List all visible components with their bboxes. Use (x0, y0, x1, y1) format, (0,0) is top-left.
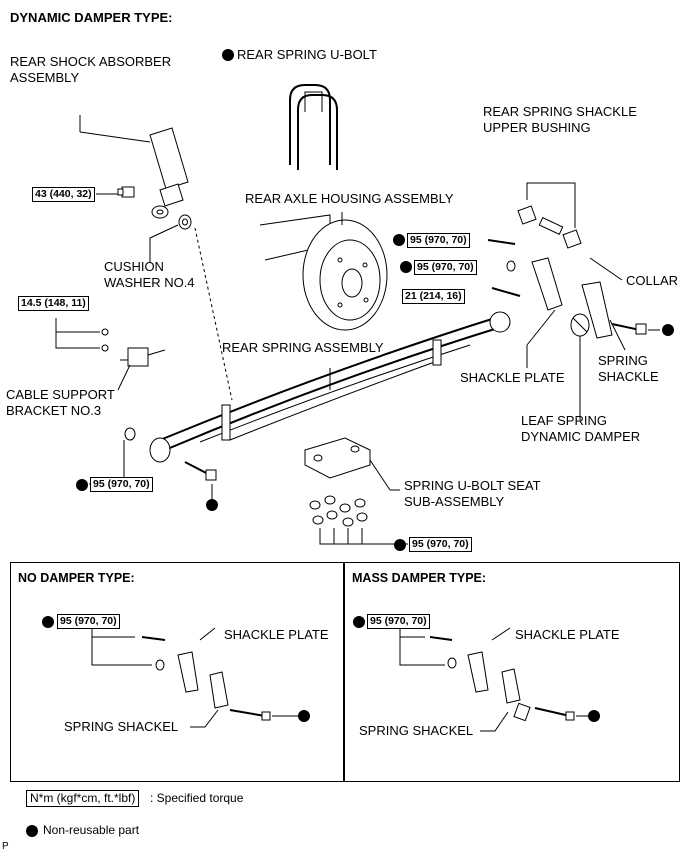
legend-torque-box: N*m (kgf*cm, ft.*lbf) (26, 790, 140, 807)
page-title: DYNAMIC DAMPER TYPE: (10, 10, 173, 25)
footer-code: P (2, 841, 9, 852)
shackle-assembly-illustration (531, 257, 613, 339)
panel-mass-damper (343, 562, 680, 782)
leaf-spring-illustration (149, 311, 511, 463)
mass-damper-illustration (399, 626, 588, 732)
nonreusable-dot-icon (588, 710, 600, 722)
label-cushion-washer: CUSHION WASHER NO.4 (104, 259, 195, 290)
nonreusable-dot-icon (26, 825, 38, 837)
torque-shackle-plate-bolt: 21 (214, 16) (402, 289, 465, 304)
panel-mass-damper-torque: 95 (970, 70) (367, 614, 430, 629)
no-damper-illustration (91, 626, 298, 728)
panel-mass-damper-title: MASS DAMPER TYPE: (352, 571, 487, 585)
label-rear-spring-ubolt: REAR SPRING U-BOLT (237, 47, 377, 62)
nonreusable-dot-icon (298, 710, 310, 722)
label-shackle-plate: SHACKLE PLATE (460, 370, 565, 385)
torque-shock-lower: 43 (440, 32) (32, 187, 95, 202)
panel-no-damper (10, 562, 345, 782)
axle-housing-illustration (259, 214, 388, 331)
nonreusable-dot-icon (206, 499, 218, 511)
nonreusable-dot-icon (222, 49, 234, 61)
label-spring-shackle: SPRING SHACKLE (598, 353, 659, 384)
ubolt-nuts-illustration (309, 495, 368, 527)
panel-no-damper-torque: 95 (970, 70) (57, 614, 120, 629)
label-spring-ubolt-seat: SPRING U-BOLT SEAT SUB-ASSEMBLY (404, 478, 541, 509)
shock-absorber-illustration (149, 127, 189, 219)
shackle-bushing-illustration (517, 205, 582, 249)
nonreusable-dot-icon (394, 539, 406, 551)
torque-shackle-upper-bolt: 95 (970, 70) (407, 233, 470, 248)
panel-no-damper-spring-shackel: SPRING SHACKEL (64, 719, 179, 734)
panel-mass-damper-spring-shackel: SPRING SHACKEL (359, 723, 474, 738)
torque-shackle-upper-nut: 95 (970, 70) (414, 260, 477, 275)
nonreusable-dot-icon (76, 479, 88, 491)
label-cable-support-bracket: CABLE SUPPORT BRACKET NO.3 (6, 387, 115, 418)
label-shackle-upper-bushing: REAR SPRING SHACKLE UPPER BUSHING (483, 104, 637, 135)
legend-torque-text: : Specified torque (150, 791, 244, 805)
panel-mass-damper-shackle-plate: SHACKLE PLATE (515, 627, 620, 642)
label-rear-axle-housing: REAR AXLE HOUSING ASSEMBLY (245, 191, 454, 206)
label-leaf-spring-dynamic-damper: LEAF SPRING DYNAMIC DAMPER (521, 413, 641, 444)
nonreusable-dot-icon (393, 234, 405, 246)
label-rear-shock-absorber: REAR SHOCK ABSORBER ASSEMBLY (10, 54, 172, 85)
nonreusable-dot-icon (353, 616, 365, 628)
panel-no-damper-shackle-plate: SHACKLE PLATE (224, 627, 329, 642)
nonreusable-dot-icon (42, 616, 54, 628)
torque-ubolt-nuts: 95 (970, 70) (409, 537, 472, 552)
nonreusable-dot-icon (400, 261, 412, 273)
torque-bracket: 14.5 (148, 11) (18, 296, 89, 311)
ubolt-illustration (289, 84, 338, 170)
torque-front-eye: 95 (970, 70) (90, 477, 153, 492)
label-collar: COLLAR (626, 273, 679, 288)
panel-no-damper-title: NO DAMPER TYPE: (18, 571, 135, 585)
legend-nonreusable-text: Non-reusable part (43, 823, 140, 837)
ubolt-seat-illustration (304, 437, 371, 479)
shock-bolt-illustration (117, 186, 135, 198)
nonreusable-dot-icon (662, 324, 674, 336)
label-rear-spring-assembly: REAR SPRING ASSEMBLY (222, 340, 384, 355)
